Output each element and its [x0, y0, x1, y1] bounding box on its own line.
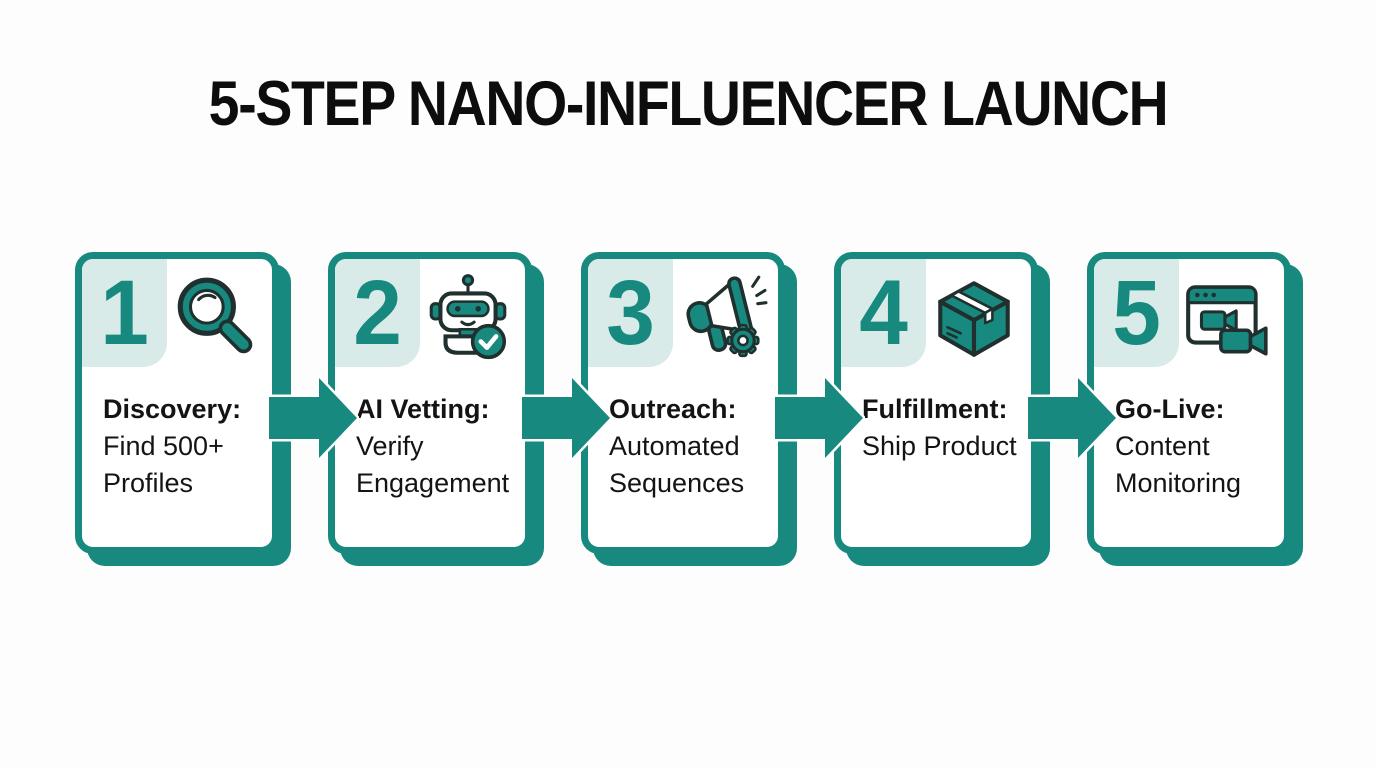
step-text: Fulfillment: Ship Product — [862, 391, 1025, 465]
step-heading: AI Vetting: — [356, 394, 490, 424]
step-number-badge: 1 — [82, 259, 167, 367]
browser-video-icon — [1180, 271, 1274, 365]
step-number: 1 — [100, 262, 149, 364]
step-card-2: 2 AI Vetting: Verify Engagement — [328, 252, 532, 554]
step-heading: Fulfillment: — [862, 394, 1008, 424]
step-number-badge: 5 — [1094, 259, 1179, 367]
step-text: AI Vetting: Verify Engagement — [356, 391, 519, 502]
step-number: 2 — [353, 262, 402, 364]
step-heading: Outreach: — [609, 394, 737, 424]
step-number-badge: 3 — [588, 259, 673, 367]
step-body: Find 500+ Profiles — [103, 431, 224, 498]
step-number: 3 — [606, 262, 655, 364]
robot-check-icon — [421, 271, 515, 365]
step-heading: Go-Live: — [1115, 394, 1225, 424]
step-number: 4 — [859, 262, 908, 364]
step-body: Ship Product — [862, 431, 1017, 461]
step-card-5: 5 Go-Live: Content Monitoring — [1087, 252, 1291, 554]
step-number: 5 — [1112, 262, 1161, 364]
arrow-right-icon — [1028, 376, 1118, 460]
package-icon — [927, 271, 1021, 365]
arrow-right-icon — [269, 376, 359, 460]
arrow-right-icon — [522, 376, 612, 460]
step-text: Go-Live: Content Monitoring — [1115, 391, 1278, 502]
step-body: Verify Engagement — [356, 431, 510, 498]
megaphone-gear-icon — [674, 271, 768, 365]
page-title: 5-STEP NANO-INFLUENCER LAUNCH — [208, 69, 1169, 139]
step-number-badge: 4 — [841, 259, 926, 367]
step-card-1: 1 Discovery: Find 500+ Profiles — [75, 252, 279, 554]
step-text: Discovery: Find 500+ Profiles — [103, 391, 266, 502]
step-text: Outreach: Automated Sequences — [609, 391, 772, 502]
magnifier-icon — [168, 271, 262, 365]
arrow-right-icon — [775, 376, 865, 460]
step-number-badge: 2 — [335, 259, 420, 367]
step-heading: Discovery: — [103, 394, 242, 424]
step-body: Content Monitoring — [1115, 431, 1242, 498]
step-body: Automated Sequences — [609, 431, 745, 498]
